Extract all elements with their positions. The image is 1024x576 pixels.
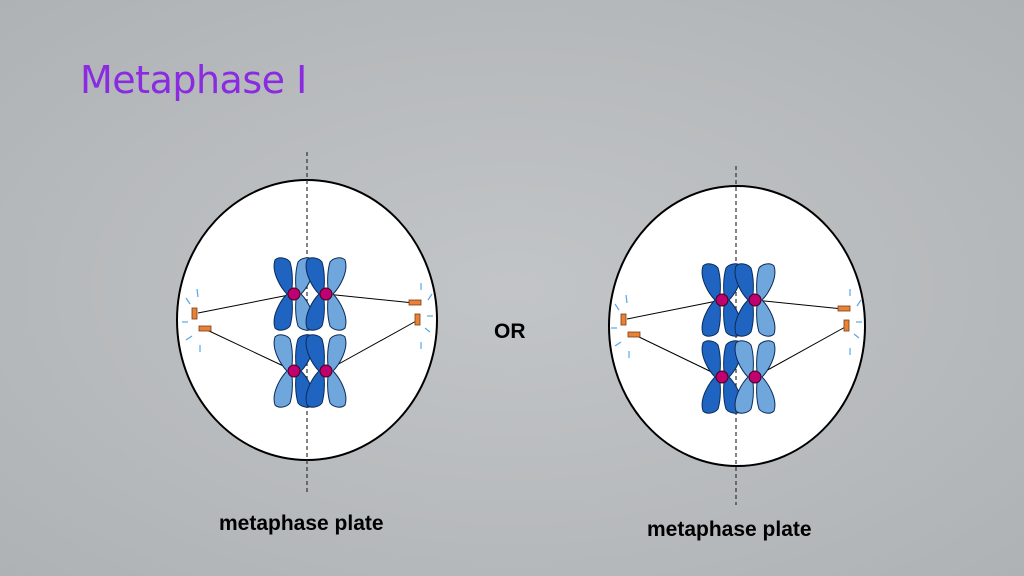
cell-right — [608, 166, 866, 505]
cell-left — [176, 152, 438, 493]
slide-title: Metaphase I — [80, 58, 307, 102]
chromosome-pair-top-right — [701, 263, 776, 337]
centrosomes-right — [620, 305, 851, 338]
chromosome-pair-bottom-left — [273, 334, 347, 408]
chromosome-pair-top-left — [273, 257, 347, 331]
caption-right: metaphase plate — [647, 518, 812, 541]
centrosomes-left — [191, 299, 422, 332]
asters-left — [182, 283, 433, 352]
chromosome-pair-bottom-right — [701, 340, 776, 414]
spindle-fibers-left — [197, 293, 419, 372]
or-label: OR — [494, 320, 526, 343]
spindle-fibers-right — [626, 299, 848, 378]
asters-right — [611, 289, 862, 358]
caption-left: metaphase plate — [219, 512, 384, 535]
